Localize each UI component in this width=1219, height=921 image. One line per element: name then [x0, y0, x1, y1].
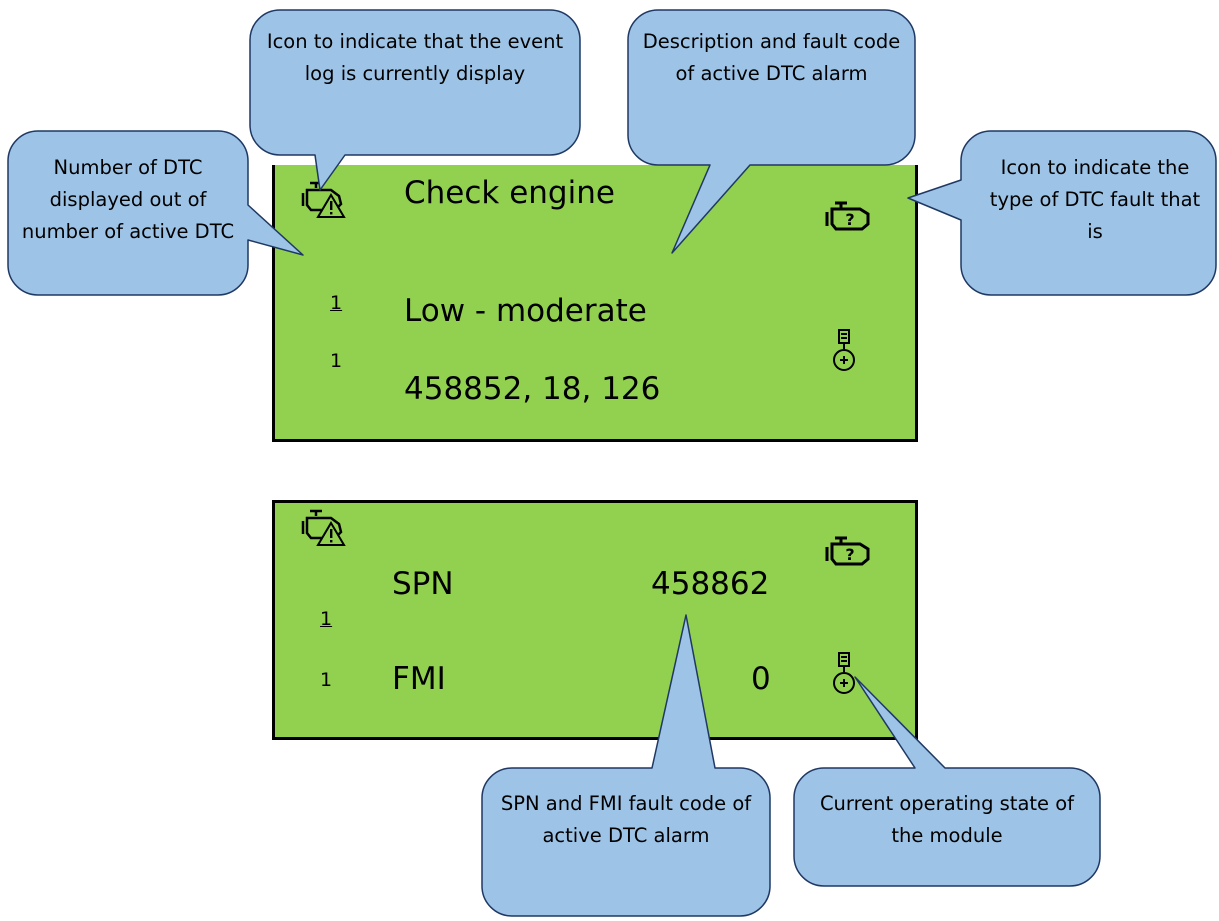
callout-dtc-count: [7, 130, 304, 296]
callout-description-text: Description and fault code of active DTC…: [642, 30, 901, 85]
engine-warning-icon: [301, 181, 346, 218]
callout-description: [627, 9, 916, 254]
dtc-display-bottom: ? SPN 458862 1 FMI 0 1: [272, 500, 918, 740]
severity-label: Low - moderate: [404, 293, 647, 329]
callout-operating-state: [793, 676, 1101, 887]
callout-operating-state-text: Current operating state of the module: [819, 792, 1075, 847]
callout-spn-fmi: [481, 614, 771, 917]
dtc-index: 1: [320, 608, 333, 630]
callout-dtc-type: [907, 130, 1217, 296]
dtc-display-top: Check engine ? 1 Low - moderate 1 458852…: [272, 165, 918, 442]
fault-code: 458852, 18, 126: [404, 371, 661, 407]
svg-text:?: ?: [845, 210, 854, 229]
callout-dtc-type-text: Icon to indicate the type of DTC fault t…: [989, 156, 1201, 243]
dtc-total: 1: [320, 669, 333, 691]
engine-question-icon: ?: [825, 201, 870, 231]
callout-event-log-text: Icon to indicate that the event log is c…: [266, 30, 564, 85]
callout-dtc-count-text: Number of DTC displayed out of number of…: [21, 156, 235, 243]
dtc-description: Check engine: [404, 175, 615, 211]
engine-warning-icon: [301, 509, 346, 546]
module-state-icon: [833, 652, 855, 694]
dtc-index: 1: [330, 292, 343, 314]
module-state-icon: [833, 329, 855, 371]
spn-label: SPN: [392, 566, 454, 602]
callout-spn-fmi-text: SPN and FMI fault code of active DTC ala…: [500, 792, 752, 847]
engine-question-icon: ?: [825, 536, 870, 566]
svg-text:?: ?: [845, 545, 854, 564]
fmi-value: 0: [751, 661, 771, 697]
spn-value: 458862: [651, 566, 770, 602]
fmi-label: FMI: [392, 661, 446, 697]
dtc-total: 1: [330, 350, 343, 372]
callout-event-log: [249, 9, 581, 191]
